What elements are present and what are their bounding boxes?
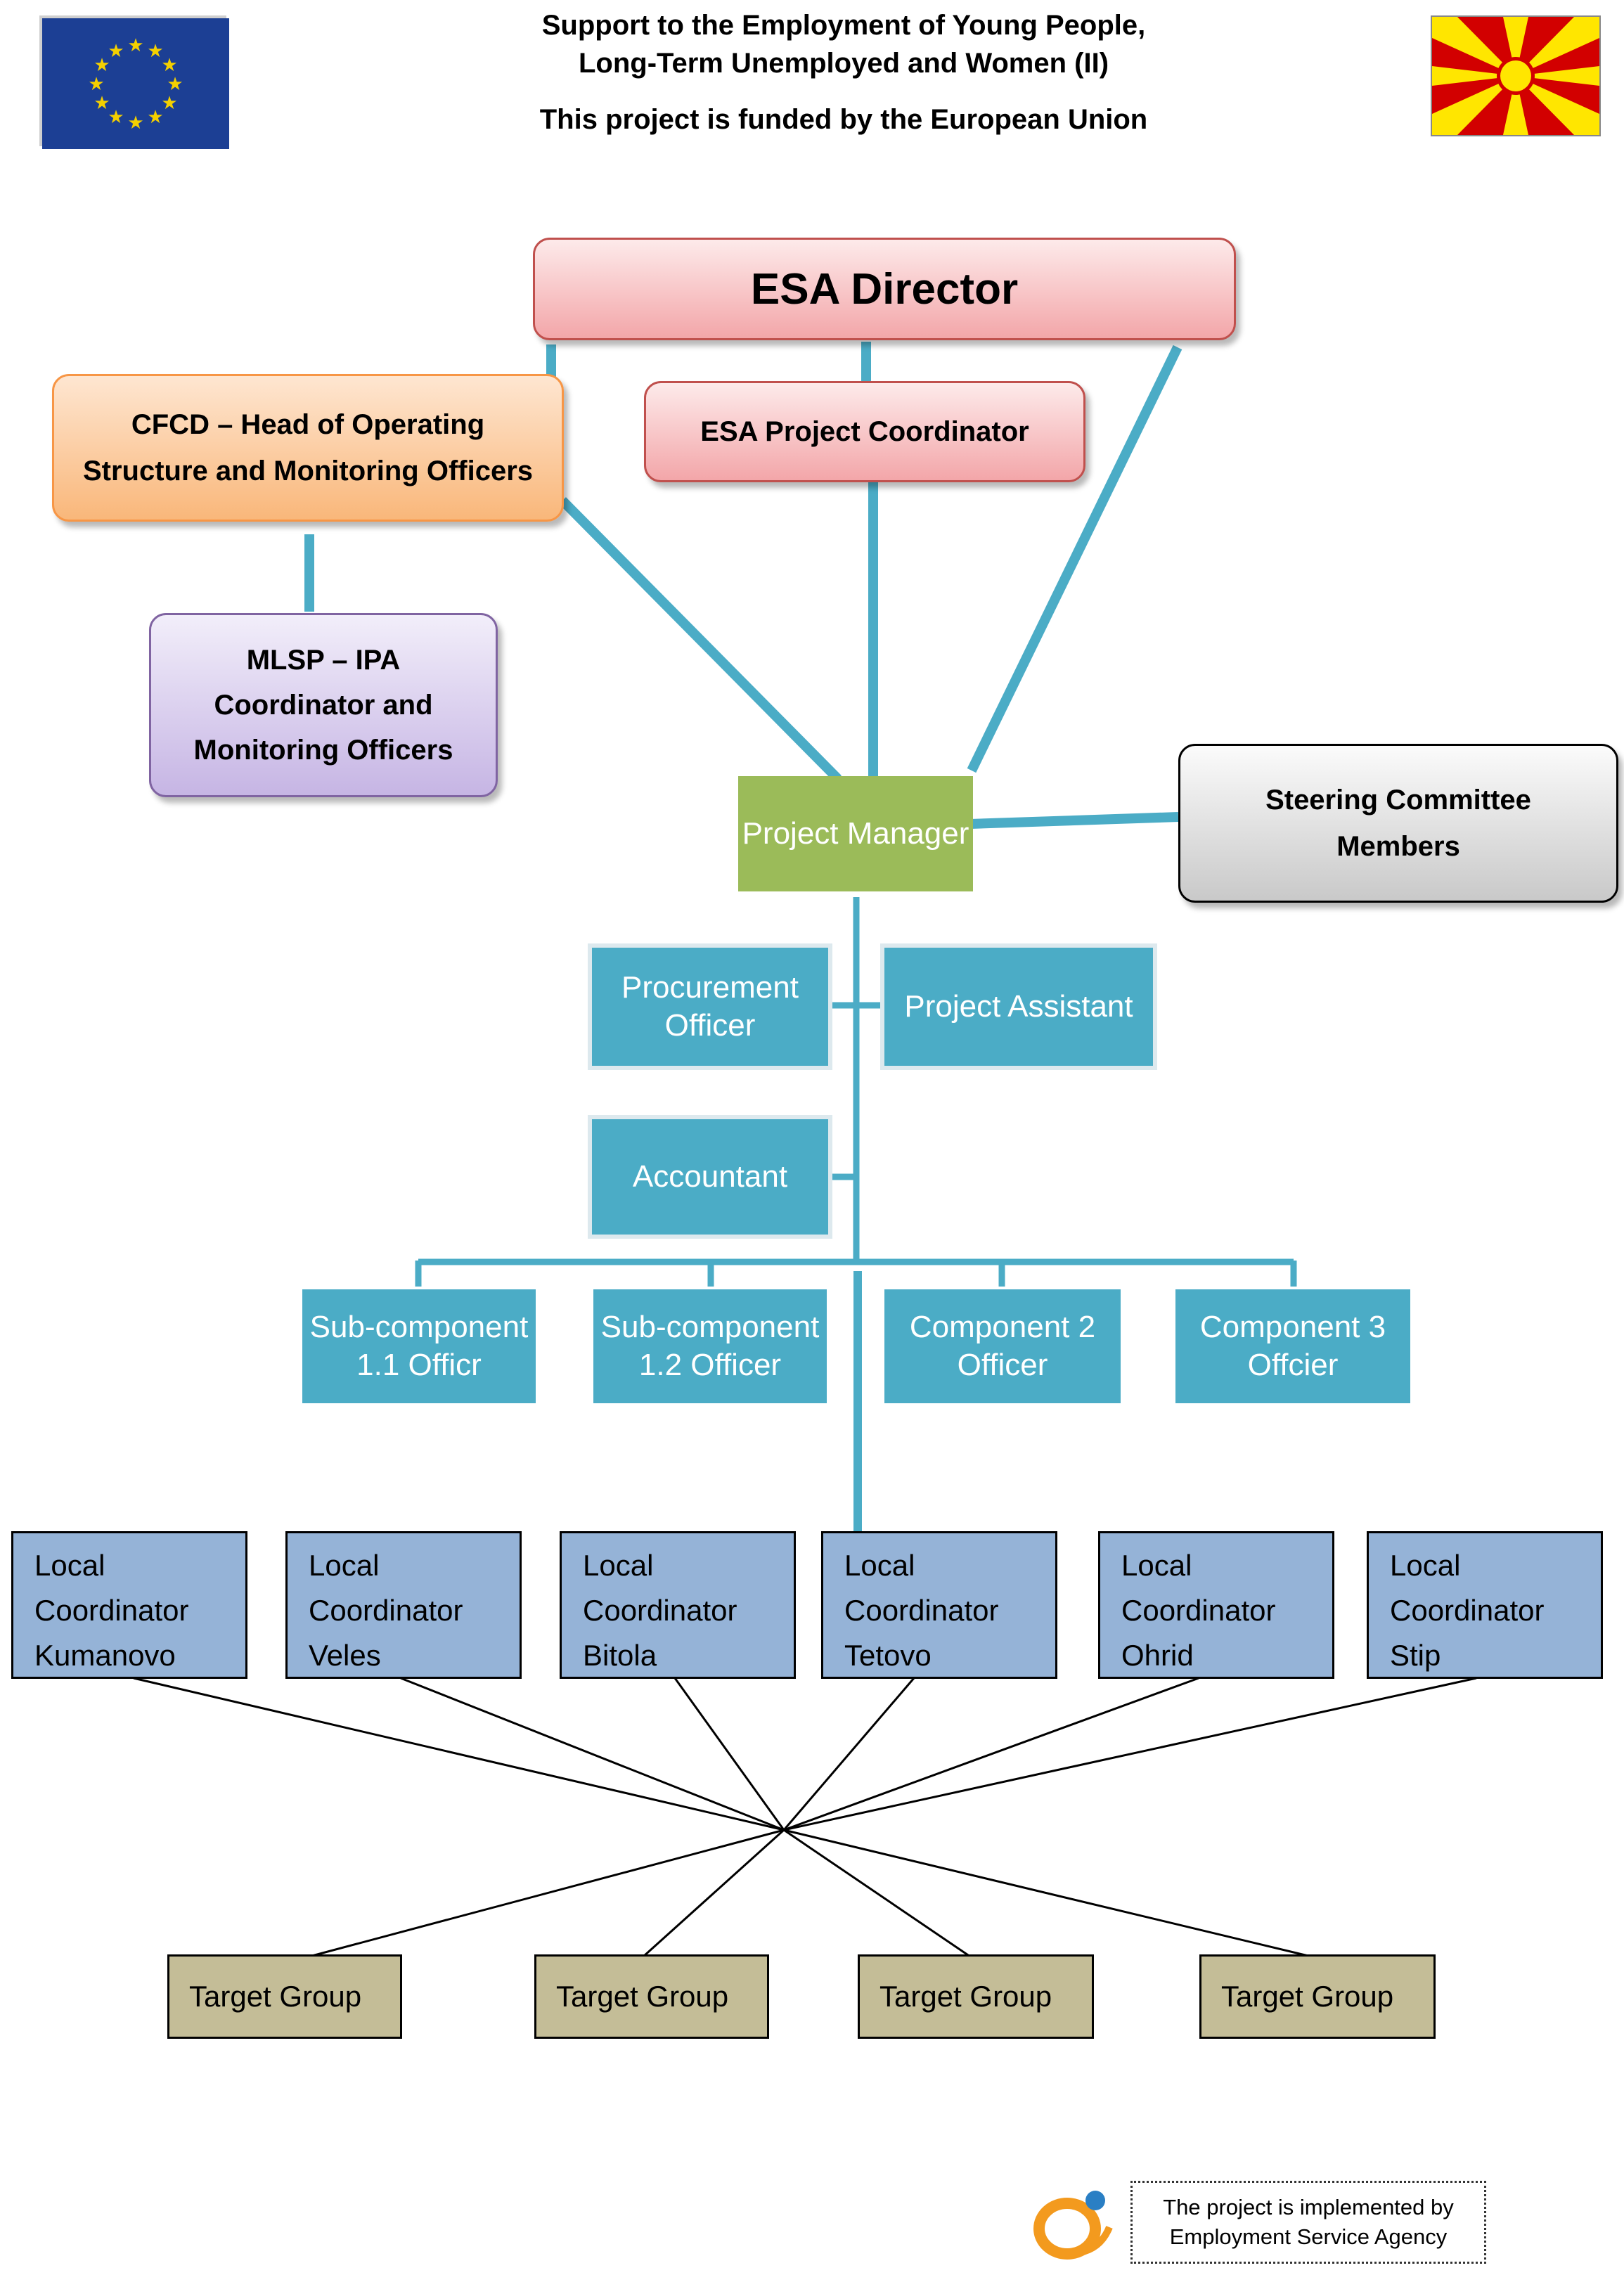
project-manager-box: Project Manager (738, 776, 973, 891)
local-coordinator-city: Veles (309, 1639, 381, 1672)
local-coordinator-label-line1: Local (309, 1549, 380, 1582)
eu-flag-icon: ★ ★ ★ ★ ★ ★ ★ ★ ★ ★ ★ ★ (42, 18, 229, 149)
procurement-officer-label-line2: Officer (664, 1008, 756, 1043)
local-coordinator-label-line1: Local (1390, 1549, 1461, 1582)
local-coordinator-label-line1: Local (1121, 1549, 1192, 1582)
svg-text:★: ★ (94, 93, 110, 114)
project-assistant-box: Project Assistant (880, 943, 1157, 1070)
footer-implementation-note: The project is implemented by Employment… (1130, 2181, 1486, 2264)
steering-committee-label-line1: Steering Committee (1265, 785, 1531, 816)
esa-project-coordinator-box: ESA Project Coordinator (644, 381, 1085, 482)
steering-committee-label-line2: Members (1336, 831, 1460, 862)
local-coordinator-label-line1: Local (34, 1549, 105, 1582)
svg-text:★: ★ (147, 41, 163, 62)
local-coordinator-label-line1: Local (844, 1549, 915, 1582)
esa-logo-icon (1031, 2185, 1115, 2262)
accountant-label: Accountant (632, 1159, 788, 1194)
local-coordinator-stip: Local Coordinator Stip (1367, 1531, 1603, 1679)
steering-committee-box: Steering Committee Members (1178, 744, 1618, 903)
footer-note-line1: The project is implemented by (1163, 2195, 1454, 2219)
local-coordinator-city: Tetovo (844, 1639, 932, 1672)
mlsp-label-line2: Coordinator and (214, 690, 433, 721)
mlsp-label-line3: Monitoring Officers (193, 735, 453, 766)
header-title-line1: Support to the Employment of Young Peopl… (541, 10, 1146, 41)
esa-director-box: ESA Director (533, 238, 1236, 340)
header-title-line2: Long-Term Unemployed and Women (II) (578, 48, 1109, 79)
target-group-label: Target Group (1221, 1980, 1394, 2013)
sub-component-1-1-box: Sub-component 1.1 Officr (302, 1289, 536, 1403)
local-coordinator-label-line1: Local (583, 1549, 654, 1582)
component-label-line2: Officer (957, 1348, 1048, 1382)
local-coordinator-veles: Local Coordinator Veles (285, 1531, 522, 1679)
svg-text:★: ★ (161, 55, 177, 76)
local-coordinator-city: Stip (1390, 1639, 1441, 1672)
component-2-box: Component 2 Officer (884, 1289, 1121, 1403)
local-coordinator-label-line2: Coordinator (1390, 1594, 1545, 1627)
cfcd-label-line1: CFCD – Head of Operating (131, 409, 485, 440)
svg-text:★: ★ (147, 107, 163, 128)
local-coordinator-label-line2: Coordinator (309, 1594, 463, 1627)
project-manager-label: Project Manager (742, 816, 969, 851)
component-3-box: Component 3 Offcier (1175, 1289, 1410, 1403)
esa-project-coordinator-label: ESA Project Coordinator (700, 415, 1029, 447)
svg-text:★: ★ (161, 93, 177, 114)
svg-text:★: ★ (127, 35, 143, 56)
target-group-label: Target Group (879, 1980, 1052, 2013)
mlsp-label-line1: MLSP – IPA (246, 645, 401, 676)
procurement-officer-label-line1: Procurement (621, 970, 799, 1005)
component-label-line2: Offcier (1247, 1348, 1339, 1382)
local-coordinator-ohrid: Local Coordinator Ohrid (1098, 1531, 1334, 1679)
sub-component-1-2-box: Sub-component 1.2 Officer (593, 1289, 827, 1403)
project-assistant-label: Project Assistant (904, 989, 1133, 1024)
target-group-box: Target Group (1199, 1954, 1436, 2039)
local-coordinator-label-line2: Coordinator (1121, 1594, 1276, 1627)
mlsp-box: MLSP – IPA Coordinator and Monitoring Of… (149, 613, 498, 797)
target-group-box: Target Group (858, 1954, 1094, 2039)
target-group-label: Target Group (556, 1980, 729, 2013)
footer-note-line2: Employment Service Agency (1169, 2224, 1448, 2249)
macedonia-flag-icon (1431, 15, 1601, 136)
local-coordinator-kumanovo: Local Coordinator Kumanovo (11, 1531, 247, 1679)
svg-text:★: ★ (88, 74, 104, 95)
local-coordinator-label-line2: Coordinator (583, 1594, 737, 1627)
svg-text:★: ★ (167, 74, 183, 95)
cfcd-box: CFCD – Head of Operating Structure and M… (52, 374, 564, 522)
target-group-label: Target Group (189, 1980, 362, 2013)
target-group-box: Target Group (167, 1954, 402, 2039)
procurement-officer-box: Procurement Officer (588, 943, 832, 1070)
local-coordinator-label-line2: Coordinator (844, 1594, 999, 1627)
accountant-box: Accountant (588, 1115, 832, 1239)
local-coordinator-city: Kumanovo (34, 1639, 176, 1672)
component-label-line1: Sub-component (309, 1310, 529, 1344)
esa-director-label: ESA Director (750, 264, 1019, 314)
local-coordinator-city: Bitola (583, 1639, 657, 1672)
component-label-line1: Component 2 (909, 1310, 1096, 1344)
target-group-box: Target Group (534, 1954, 769, 2039)
svg-text:★: ★ (127, 112, 143, 134)
component-label-line1: Component 3 (1199, 1310, 1386, 1344)
svg-text:★: ★ (94, 55, 110, 76)
svg-text:★: ★ (108, 107, 124, 128)
svg-text:★: ★ (108, 41, 124, 62)
component-label-line2: 1.1 Officr (356, 1348, 482, 1382)
local-coordinator-label-line2: Coordinator (34, 1594, 189, 1627)
local-coordinator-bitola: Local Coordinator Bitola (560, 1531, 796, 1679)
header-funding-note: This project is funded by the European U… (539, 104, 1148, 135)
local-coordinator-city: Ohrid (1121, 1639, 1194, 1672)
cfcd-label-line2: Structure and Monitoring Officers (82, 456, 534, 486)
local-coordinator-tetovo: Local Coordinator Tetovo (821, 1531, 1057, 1679)
component-label-line1: Sub-component (600, 1310, 820, 1344)
component-label-line2: 1.2 Officer (638, 1348, 782, 1382)
